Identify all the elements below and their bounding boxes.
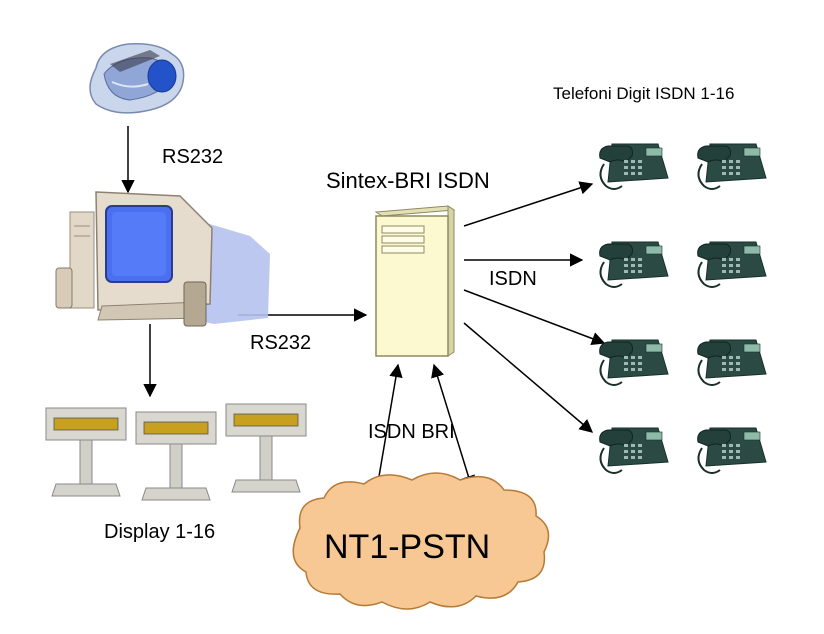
pole-display-icon (135, 411, 217, 501)
label-rs232-reader: RS232 (162, 146, 224, 168)
label-displays: Display 1-16 (104, 521, 216, 543)
arrow-server-to-phones-4 (463, 322, 594, 433)
cloud-icon (292, 472, 550, 610)
arrow-server-to-phones-3 (463, 289, 606, 346)
desk-phone-icon (696, 427, 767, 474)
label-isdn: ISDN (489, 268, 537, 290)
desk-phone-icon (598, 339, 669, 386)
arrow-server-to-phones-1 (463, 181, 594, 227)
arrow-server-to-pstn-2 (431, 363, 475, 490)
desk-phone-icon (696, 339, 767, 386)
label-server: Sintex-BRI ISDN (326, 168, 490, 193)
desk-phone-icon (598, 143, 669, 190)
label-isdn-bri: ISDN BRI (368, 421, 455, 443)
arrow-server-to-pstn-1 (371, 363, 403, 496)
pole-display-icon (45, 407, 127, 497)
label-phones: Telefoni Digit ISDN 1-16 (553, 84, 735, 103)
desk-phone-icon (696, 241, 767, 288)
label-rs232-server: RS232 (250, 332, 312, 354)
pole-display-icon (225, 403, 307, 493)
desktop-computer-icon (55, 191, 270, 327)
label-cloud: NT1-PSTN (324, 528, 491, 566)
desk-phone-icon (696, 143, 767, 190)
tower-server-icon (374, 205, 456, 357)
card-reader-icon (89, 42, 185, 114)
desk-phone-icon (598, 241, 669, 288)
desk-phone-icon (598, 427, 669, 474)
